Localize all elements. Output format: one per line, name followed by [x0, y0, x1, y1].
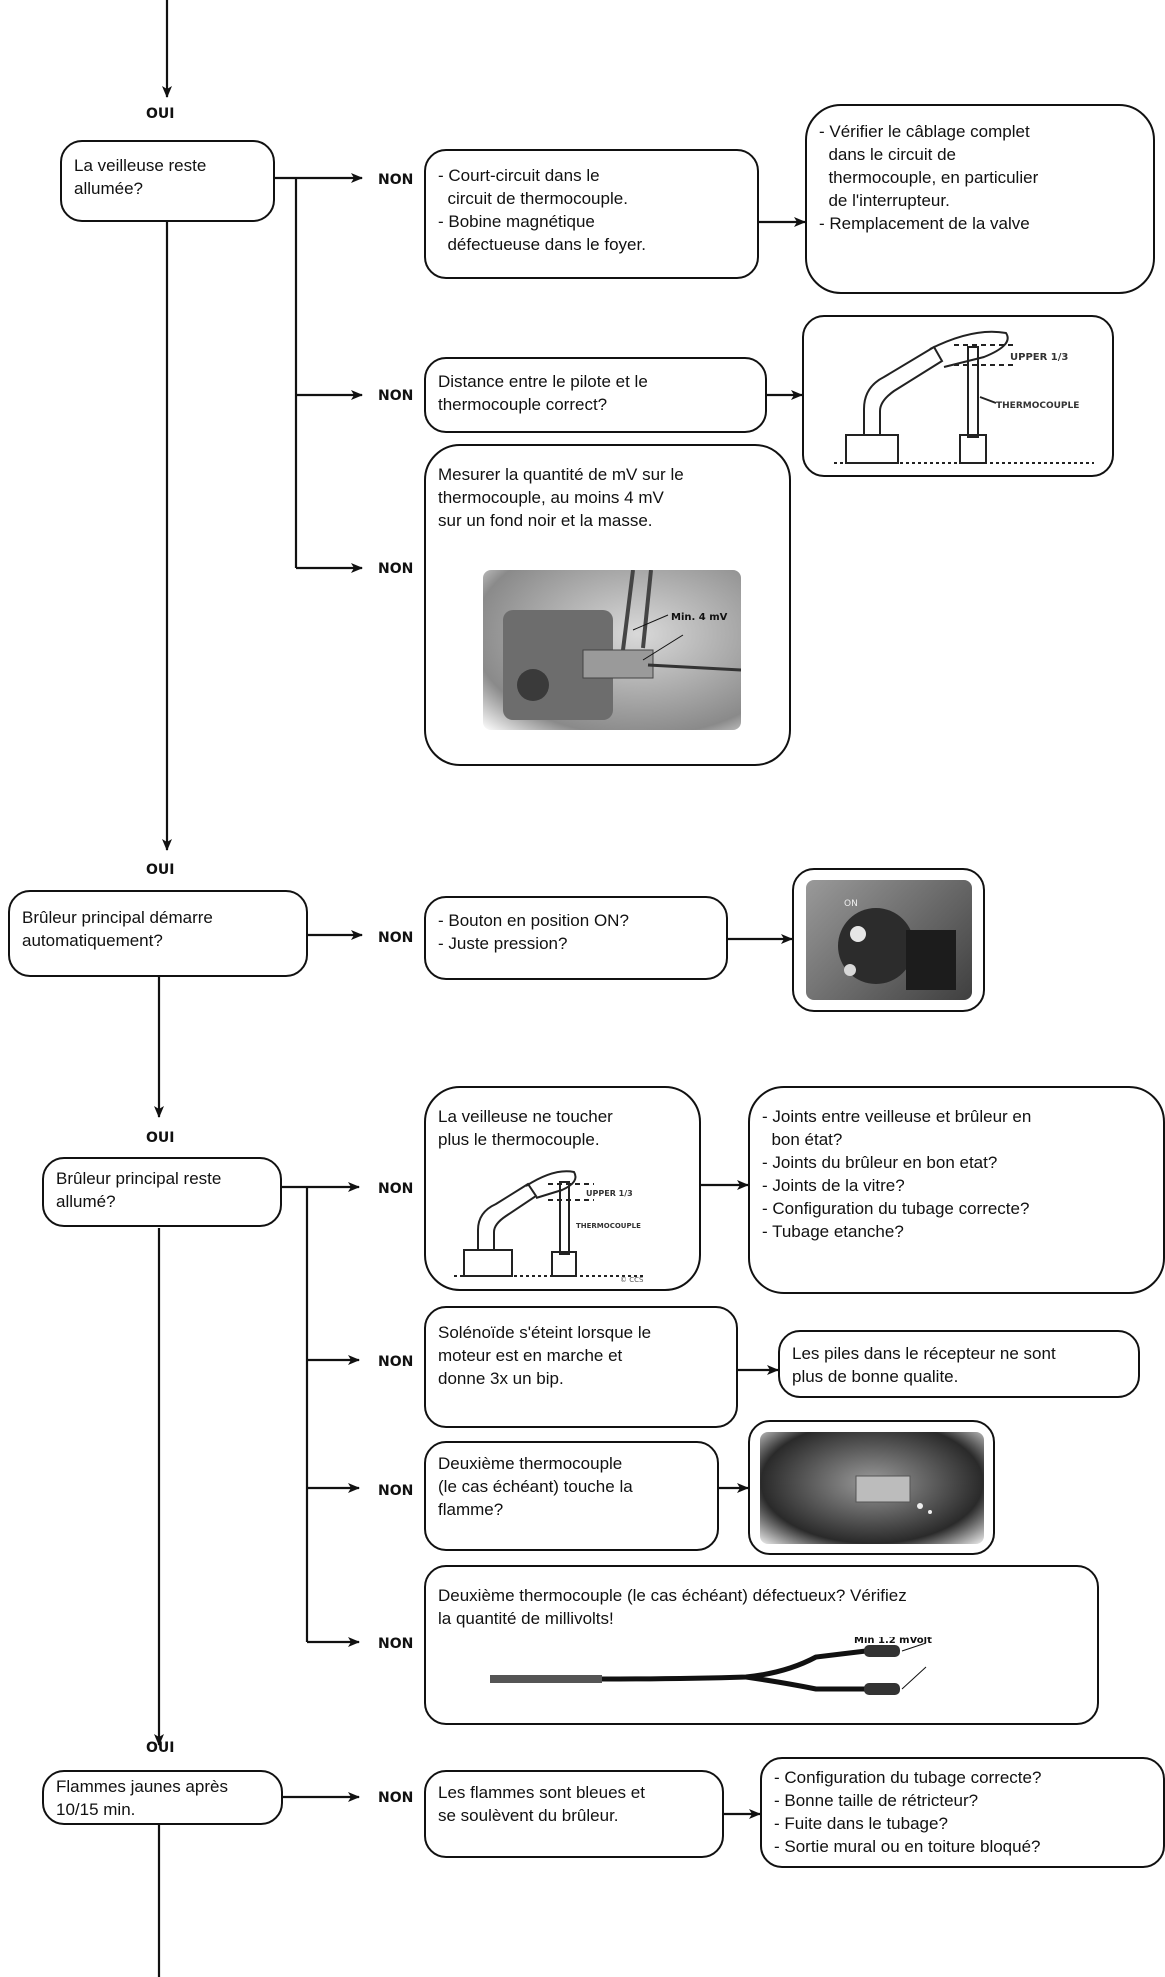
- no-label: NON: [378, 1483, 414, 1499]
- yellow-no-cause-box: Les flammes sont bleues et se soulèvent …: [424, 1770, 724, 1858]
- pilot-no1-cause-box: - Court-circuit dans le circuit de therm…: [424, 149, 759, 279]
- no-label: NON: [378, 930, 414, 946]
- pilot-thermocouple-diagram-box: UPPER 1/3 THERMOCOUPLE: [802, 315, 1114, 477]
- no-label: NON: [378, 1181, 414, 1197]
- yellow-flames-question-box: Flammes jaunes après 10/15 min.: [42, 1770, 283, 1825]
- yes-label: OUI: [146, 1740, 175, 1756]
- thermocouple-label: THERMOCOUPLE: [996, 401, 1079, 411]
- second-thermocouple-photo-box: [748, 1420, 995, 1555]
- main-start-question-box: Brûleur principal démarre automatiquemen…: [8, 890, 308, 977]
- thermocouple-diagram: UPPER 1/3 THERMOCOUPLE: [834, 330, 1094, 464]
- main-stays-question-box: Brûleur principal reste allumé?: [42, 1157, 282, 1227]
- no-label: NON: [378, 1790, 414, 1806]
- thermocouple-label: THERMOCOUPLE: [576, 1222, 641, 1230]
- main-stays-no3-cause-box: Deuxième thermocouple (le cas échéant) t…: [424, 1441, 719, 1551]
- main-stays-no1-action-box: - Joints entre veilleuse et brûleur en b…: [748, 1086, 1165, 1294]
- main-start-no-cause-box: - Bouton en position ON? - Juste pressio…: [424, 896, 728, 980]
- yes-label: OUI: [146, 106, 175, 122]
- on-label: ON: [844, 899, 858, 909]
- pilot-no1-action-box: - Vérifier le câblage complet dans le ci…: [805, 104, 1155, 294]
- thermocouple-mv-photo: Min. 4 mV: [483, 570, 741, 730]
- copyright-label: © CCS: [620, 1276, 644, 1284]
- main-stays-no4-cause-box: Deuxième thermocouple (le cas échéant) d…: [424, 1565, 1099, 1725]
- yes-label: OUI: [146, 862, 175, 878]
- thermocouple-cable-photo: Min 1.2 mVolt: [490, 1637, 932, 1695]
- second-thermocouple-photo: [760, 1432, 984, 1544]
- no-label: NON: [378, 172, 414, 188]
- thermocouple-flame-diagram: UPPER 1/3 THERMOCOUPLE © CCS: [454, 1170, 644, 1284]
- min-4mv-label: Min. 4 mV: [671, 612, 728, 623]
- upper-third-label: UPPER 1/3: [586, 1189, 633, 1198]
- no-label: NON: [378, 1354, 414, 1370]
- main-start-button-photo-box: ON: [792, 868, 985, 1012]
- pilot-no2-cause-box: Distance entre le pilote et le thermocou…: [424, 357, 767, 433]
- main-stays-no2-action-box: Les piles dans le récepteur ne sont plus…: [778, 1330, 1140, 1398]
- pilot-question-box: La veilleuse reste allumée?: [60, 140, 275, 222]
- yes-label: OUI: [146, 1130, 175, 1146]
- yellow-no-action-box: - Configuration du tubage correcte? - Bo…: [760, 1757, 1165, 1868]
- on-button-photo: ON: [806, 880, 972, 1000]
- upper-third-label: UPPER 1/3: [1010, 352, 1068, 363]
- no-label: NON: [378, 388, 414, 404]
- min-1-2-mvolt-label: Min 1.2 mVolt: [854, 1637, 932, 1646]
- no-label: NON: [378, 1636, 414, 1652]
- main-stays-no1-cause-box: La veilleuse ne toucher plus le thermoco…: [424, 1086, 701, 1291]
- main-stays-no2-cause-box: Solénoïde s'éteint lorsque le moteur est…: [424, 1306, 738, 1428]
- no-label: NON: [378, 561, 414, 577]
